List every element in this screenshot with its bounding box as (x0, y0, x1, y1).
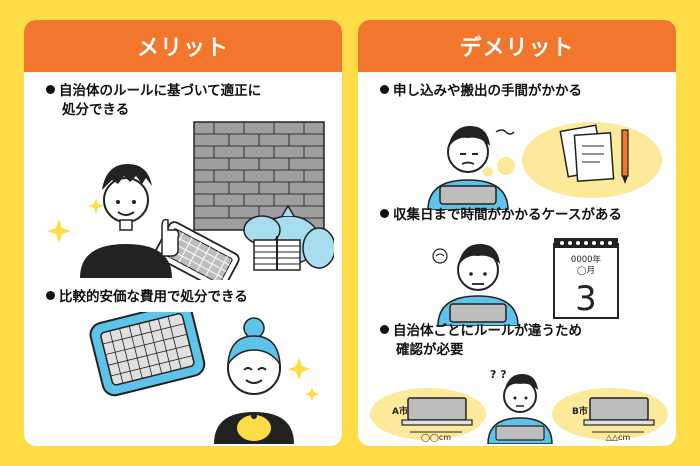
merit-panel: メリット 自治体のルールに基づいて適正に 処分できる (24, 20, 342, 446)
bullet-icon (380, 209, 389, 218)
demerit-item-3-line2: 確認が必要 (396, 342, 464, 358)
low-cost-illustration (89, 312, 319, 444)
blue-keyboard-icon (89, 312, 206, 397)
question-mark-icon: ? ? (490, 368, 507, 381)
merit-item-1-line1: 自治体のルールに基づいて適正に (59, 83, 262, 99)
demerit-title: デメリット (358, 20, 676, 72)
pen-icon (621, 129, 629, 184)
calendar-icon: 0000年 ◯月 3 (553, 238, 619, 319)
trash-bag-icon (243, 204, 334, 269)
bullet-icon (46, 291, 55, 300)
city-b-label: B市 (572, 405, 588, 417)
sparkle-icon (47, 198, 104, 243)
calendar-year: 0000年 (571, 254, 602, 265)
sparkle-icon (288, 358, 319, 401)
bullet-icon (380, 325, 389, 334)
calendar-month: ◯月 (577, 266, 595, 276)
man-thumbs-up-icon (80, 164, 180, 278)
merit-item-1-line2: 処分できる (62, 102, 130, 118)
brick-wall-icon (193, 121, 325, 231)
demerit-item-2: 収集日まで時間がかかるケースがある (380, 206, 622, 225)
demerit-item-3-line1: 自治体ごとにルールが違うため (393, 323, 582, 339)
city-b-bubble: B市 △△cm (552, 388, 668, 442)
city-b-size: △△cm (606, 433, 631, 442)
city-a-size: ◯◯cm (421, 433, 451, 442)
bullet-icon (380, 85, 389, 94)
demerit-item-1-line1: 申し込みや搬出の手間がかかる (393, 83, 582, 99)
merit-item-2-line1: 比較的安価な費用で処分できる (59, 289, 248, 305)
calendar-day: 3 (575, 279, 597, 319)
demerit-item-2-line1: 収集日まで時間がかかるケースがある (393, 207, 622, 223)
proper-disposal-illustration (47, 121, 334, 280)
tired-man-icon (427, 126, 515, 210)
merit-item-2: 比較的安価な費用で処分できる (46, 288, 248, 307)
demerit-item-1: 申し込みや搬出の手間がかかる (380, 82, 582, 101)
confused-man-icon: ? ? (487, 368, 553, 444)
effort-illustration (427, 122, 662, 210)
waiting-illustration: 0000年 ◯月 3 (432, 238, 619, 326)
city-a-bubble: A市 ◯◯cm (370, 388, 486, 442)
merit-title: メリット (24, 20, 342, 72)
merit-item-1: 自治体のルールに基づいて適正に 処分できる (46, 82, 261, 120)
demerit-item-3: 自治体ごとにルールが違うため 確認が必要 (380, 322, 582, 360)
paper-bundle-icon (253, 236, 301, 271)
demerit-panel: デメリット 申し込みや搬出の手間がかかる 収集日まで時間が (358, 20, 676, 446)
bullet-icon (46, 85, 55, 94)
waiting-man-icon (432, 244, 519, 326)
rules-compare-illustration: A市 ◯◯cm ? ? B市 △△cm (370, 368, 668, 444)
woman-with-wallet-icon (214, 317, 294, 444)
city-a-label: A市 (392, 405, 408, 417)
documents-icon (559, 124, 615, 183)
